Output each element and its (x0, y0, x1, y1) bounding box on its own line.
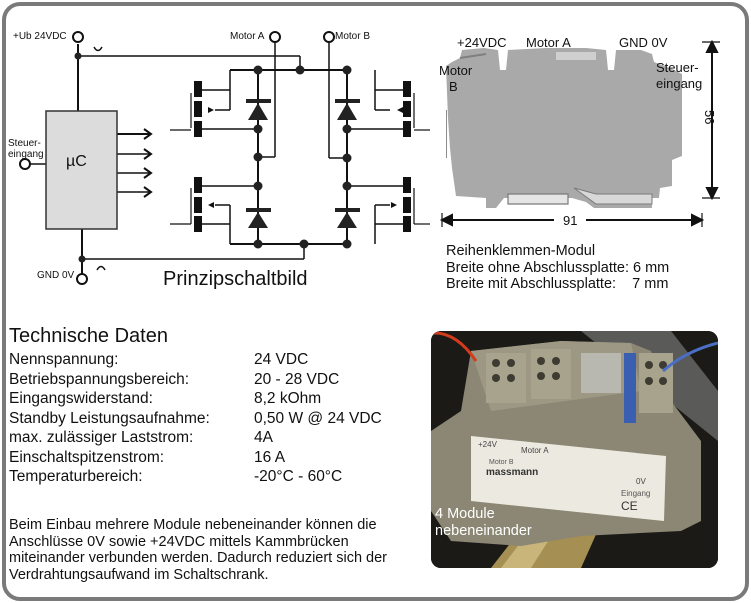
mosfet-icon (194, 81, 214, 137)
width-with-end-plate: Breite mit Abschlussplatte: 7 mm (446, 276, 669, 292)
spec-value: 8,2 kOhm (254, 390, 322, 407)
ground-label: GND 0V (37, 270, 75, 281)
photo-caption-line1: 4 Module (435, 506, 495, 522)
technical-data-title: Technische Daten (9, 325, 168, 347)
mcu-block (45, 110, 118, 230)
spec-row: Betriebspannungsbereich: 20 - 28 VDC (9, 370, 382, 390)
red-wire (431, 331, 478, 362)
arrow-up-icon (705, 39, 719, 53)
control-input-label-line2: eingang (8, 149, 44, 160)
photo-label-0v: 0V (636, 477, 646, 486)
terminal-label-motor-b-line1: Motor (439, 63, 473, 78)
photo-caption: 4 Module nebeneinander (435, 506, 532, 540)
mosfet-icon (391, 177, 411, 232)
width-without-end-plate: Breite ohne Abschlussplatte: 6 mm (446, 259, 670, 276)
photo-caption-line2: nebeneinander (435, 523, 532, 539)
spec-row: Einschaltspitzenstrom: 16 A (9, 448, 382, 468)
photo-label-motor-a: Motor A (521, 446, 549, 455)
comb-bridge-mark-bottom (96, 265, 106, 271)
terminal-label-control-line1: Steuer- (656, 60, 699, 75)
arrow-right-icon (143, 148, 153, 160)
photo-label-24v: +24V (478, 440, 497, 449)
diode-icon (246, 99, 271, 120)
photo-ce-mark: CE (621, 499, 638, 513)
arrow-down-icon (705, 187, 719, 201)
mounting-note: Beim Einbau mehrere Module nebeneinander… (9, 517, 388, 583)
photo-illustration (431, 331, 718, 568)
motor-a-terminal (269, 31, 281, 43)
terminal-label-24vdc: +24VDC (457, 35, 507, 50)
spec-label: Temperaturbereich: (9, 468, 143, 485)
spec-label: Betriebspannungsbereich: (9, 370, 190, 388)
product-photo: +24V Motor A Motor B massmann 0V Eingang… (431, 331, 718, 568)
supply-terminal (72, 31, 84, 43)
arrow-right-icon (143, 128, 153, 140)
blue-wire (662, 341, 718, 373)
spec-value: 20 - 28 VDC (254, 370, 340, 388)
spec-row: Nennspannung: 24 VDC (9, 350, 382, 370)
schematic-diagram (19, 31, 430, 285)
spec-row: max. zulässiger Laststrom: 4A (9, 428, 382, 448)
diode-icon (246, 208, 271, 228)
module-side-view (446, 48, 682, 208)
mosfet-icon (397, 81, 411, 137)
diode-icon (335, 99, 360, 120)
control-input-terminal (19, 158, 31, 170)
spec-label: max. zulässiger Laststrom: (9, 429, 194, 446)
spec-label: Einschaltspitzenstrom: (9, 448, 165, 466)
supply-label: +Ub 24VDC (13, 31, 67, 42)
terminal-label-control-line2: eingang (656, 76, 703, 91)
terminal-label-motor-b-line2: B (449, 79, 458, 94)
technical-data-table: Nennspannung: 24 VDC Betriebspannungsbere… (9, 350, 382, 487)
photo-label-motor-b: Motor B (489, 459, 514, 466)
mcu-label: µC (66, 153, 87, 170)
control-input-label-line1: Steuer- (8, 138, 41, 149)
dimension-lines (439, 39, 720, 227)
mosfet-icon (194, 177, 214, 232)
spec-value: 4A (254, 429, 273, 446)
spec-value: 0,50 W @ 24 VDC (254, 409, 382, 427)
spec-label: Nennspannung: (9, 351, 119, 368)
motor-a-label: Motor A (230, 31, 265, 42)
spec-value: 16 A (254, 448, 286, 466)
spec-row: Standby Leistungsaufnahme: 0,50 W @ 24 VD… (9, 409, 382, 429)
module-info: Reihenklemmen-Modul Breite ohne Abschlus… (446, 243, 669, 293)
spec-value: 24 VDC (254, 351, 309, 368)
motor-b-label: Motor B (335, 31, 371, 42)
spec-label: Standby Leistungsaufnahme: (9, 409, 210, 427)
spec-label: Eingangswiderstand: (9, 390, 153, 407)
height-dimension: 56 (702, 110, 717, 125)
arrow-right-icon (691, 213, 705, 227)
spec-row: Temperaturbereich: -20°C - 60°C (9, 467, 382, 487)
motor-b-terminal (323, 31, 335, 43)
module-type: Reihenklemmen-Modul (446, 243, 596, 259)
width-dimension: 91 (563, 213, 578, 228)
terminal-label-gnd: GND 0V (619, 35, 668, 50)
comb-bridge-mark-top (93, 46, 103, 52)
arrow-left-icon (439, 213, 453, 227)
ground-terminal (76, 273, 88, 285)
photo-label-input: Eingang (621, 489, 651, 498)
arrow-right-icon (143, 167, 153, 179)
schematic-caption: Prinzipschaltbild (163, 268, 308, 290)
arrow-right-icon (143, 186, 153, 198)
diode-icon (335, 208, 360, 228)
photo-brand-label: massmann (486, 467, 539, 478)
terminal-label-motor-a: Motor A (526, 35, 571, 50)
spec-value: -20°C - 60°C (254, 468, 343, 485)
spec-row: Eingangswiderstand: 8,2 kOhm (9, 389, 382, 409)
